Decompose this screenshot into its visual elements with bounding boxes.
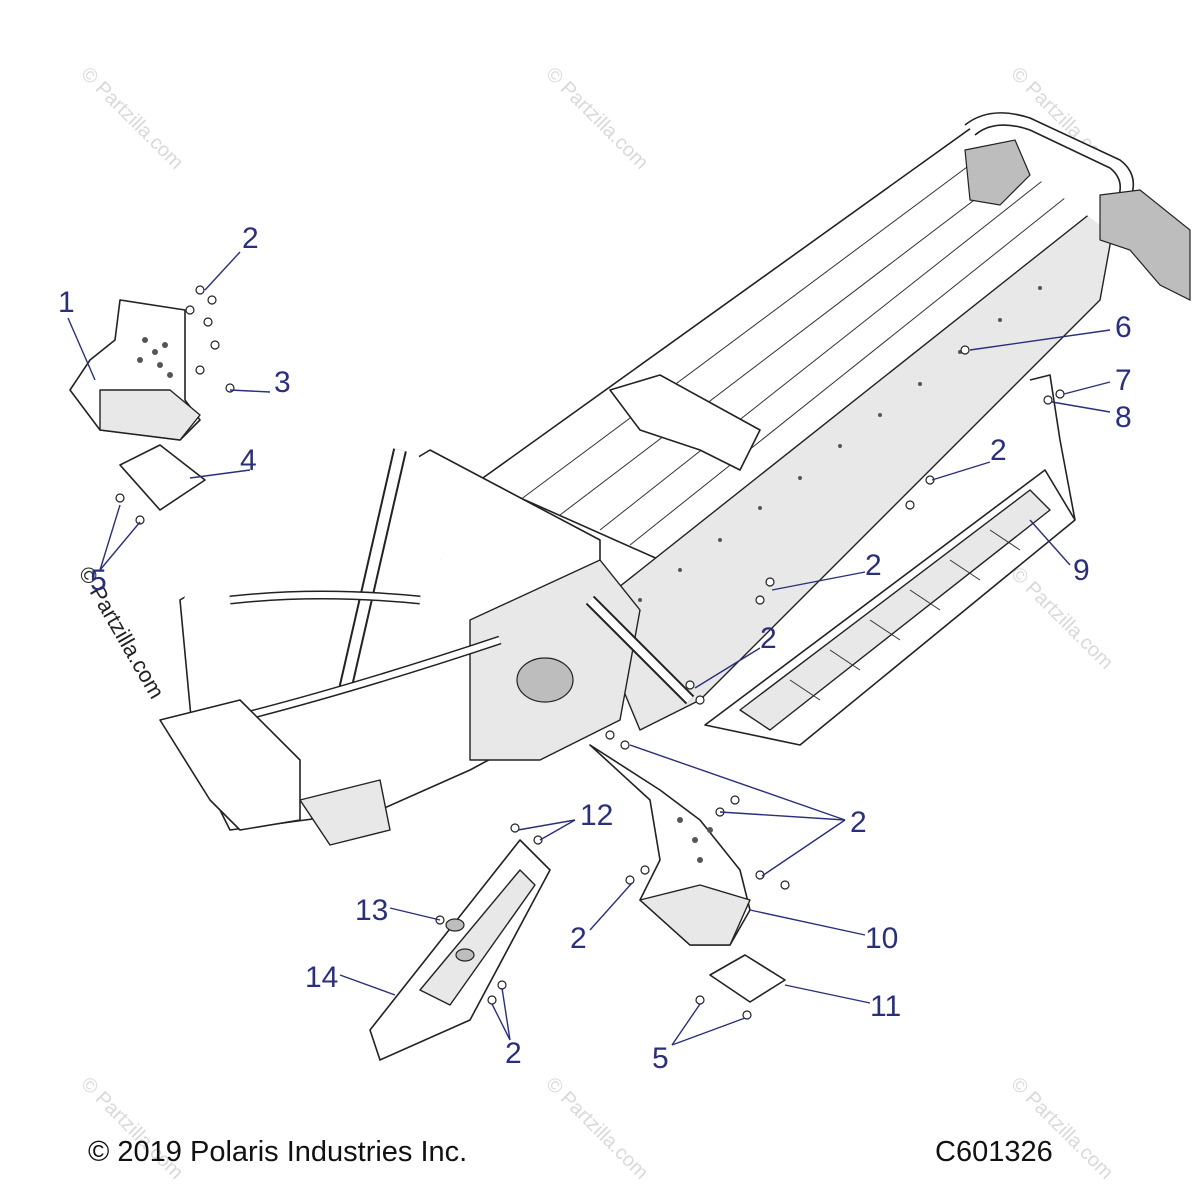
callout-2: 2: [990, 434, 1007, 467]
callout-9: 9: [1073, 554, 1090, 587]
callout-13: 13: [355, 894, 388, 927]
figure-id: C601326: [935, 1136, 1053, 1168]
part-1-bracket: [69, 299, 201, 441]
leader-lines: [67, 251, 1111, 1046]
callout-2: 2: [760, 622, 777, 655]
rivet-row: [638, 286, 1042, 602]
watermark-dark: © Partzilla.com: [74, 562, 170, 703]
callouts: 1 2 3 4 5 6 7 8 2 9 2 2 12 2 13 2 10 14 …: [58, 222, 1132, 1075]
watermark: © Partzilla.com: [76, 63, 187, 174]
callout-2: 2: [242, 222, 259, 255]
chassis-frame: [159, 112, 1191, 846]
callout-5: 5: [652, 1042, 669, 1075]
copyright-notice: © 2019 Polaris Industries Inc.: [88, 1136, 468, 1168]
watermark: © Partzilla.com: [1006, 563, 1117, 674]
callout-4: 4: [240, 444, 257, 477]
callout-8: 8: [1115, 401, 1132, 434]
bracket-holes: [137, 337, 173, 378]
callout-12: 12: [580, 799, 613, 832]
part-11-plate: [709, 954, 786, 1003]
callout-5: 5: [90, 564, 107, 597]
part-10-bracket: [589, 744, 751, 946]
watermark: © Partzilla.com: [541, 1073, 652, 1184]
callout-6: 6: [1115, 311, 1132, 344]
callout-2: 2: [865, 549, 882, 582]
callout-11: 11: [870, 990, 901, 1023]
callout-2: 2: [850, 806, 867, 839]
callout-2: 2: [570, 922, 587, 955]
callout-14: 14: [305, 961, 338, 994]
callout-2: 2: [505, 1037, 522, 1070]
callout-10: 10: [865, 922, 898, 955]
bolts: [115, 285, 1065, 1020]
callout-7: 7: [1115, 364, 1132, 397]
part-14-panel: [369, 839, 551, 1061]
part-9-running-board: [704, 374, 1076, 746]
callout-3: 3: [274, 366, 291, 399]
callout-1: 1: [58, 286, 75, 319]
part-4-plate: [119, 444, 206, 511]
watermark: © Partzilla.com: [541, 63, 652, 174]
